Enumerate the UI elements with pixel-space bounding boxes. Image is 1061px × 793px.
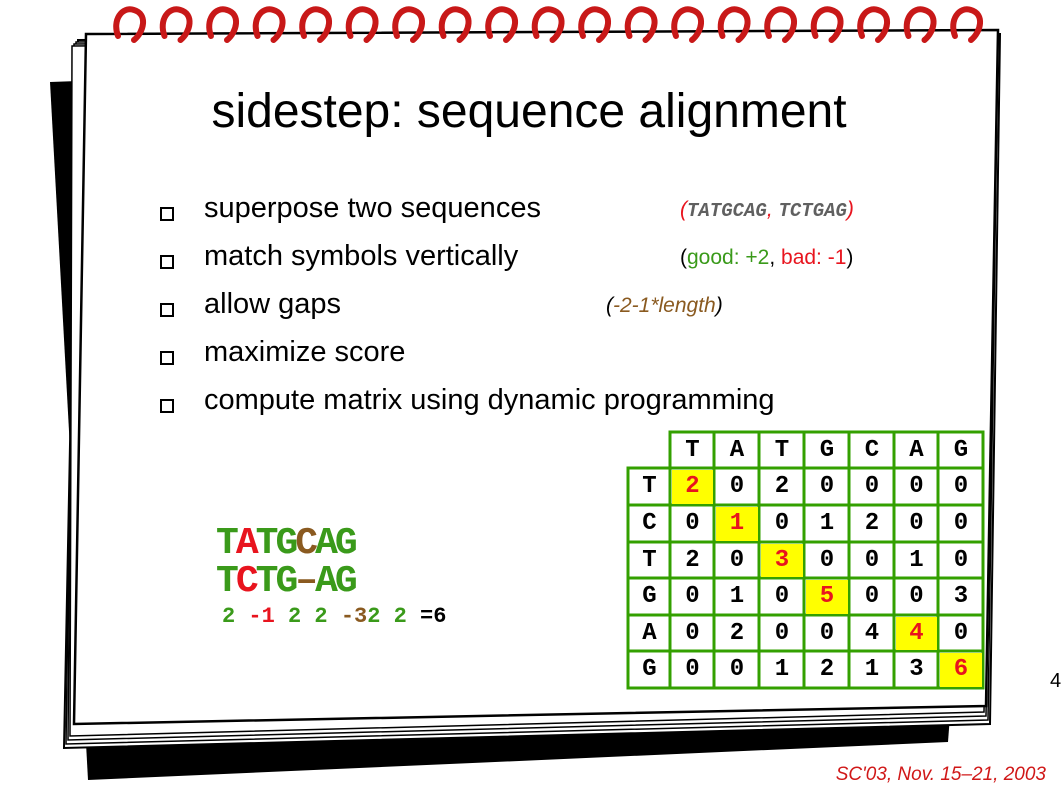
matrix-col-header: A bbox=[909, 437, 924, 464]
spiral-ring bbox=[903, 6, 937, 43]
alignment-scores: 2 -1 2 2 -32 2 =6 bbox=[222, 604, 447, 629]
matrix-cell: 0 bbox=[685, 656, 700, 683]
matrix-cell: 3 bbox=[953, 583, 969, 610]
matrix-cell: 2 bbox=[672, 470, 713, 504]
spiral-ring bbox=[531, 6, 565, 43]
matrix-col-header: G bbox=[819, 437, 835, 464]
matrix-cell: 1 bbox=[819, 510, 835, 537]
matrix-cell: 0 bbox=[819, 547, 835, 574]
square-bullet-icon bbox=[160, 255, 174, 269]
spiral-ring bbox=[624, 6, 658, 43]
matrix-cell: 0 bbox=[953, 620, 969, 647]
square-bullet-icon bbox=[160, 303, 174, 317]
matrix-cell: 0 bbox=[774, 583, 790, 610]
matrix-cell: 3 bbox=[909, 656, 924, 683]
bullet-note: (-2-1*length) bbox=[606, 294, 723, 317]
matrix-cell: 0 bbox=[819, 620, 835, 647]
matrix-cell: 0 bbox=[729, 547, 745, 574]
alignment-top-sequence: TATGCAG bbox=[216, 522, 358, 565]
bullet-note: (TATGCAG, TCTGAG) bbox=[680, 198, 854, 222]
matrix-cell: 1 bbox=[729, 583, 745, 610]
spiral-ring bbox=[206, 6, 239, 43]
spiral-ring bbox=[485, 6, 518, 43]
square-bullet-icon bbox=[160, 399, 174, 413]
matrix-row-header: A bbox=[642, 620, 657, 647]
alignment-bottom-sequence: TCTG–AG bbox=[216, 560, 358, 603]
matrix-cell: 0 bbox=[953, 510, 969, 537]
spiral-ring bbox=[345, 6, 379, 43]
matrix-row-header: C bbox=[642, 510, 657, 537]
matrix-cell: 2 bbox=[729, 620, 745, 647]
spiral-ring bbox=[857, 6, 890, 43]
matrix-col-header: T bbox=[774, 437, 790, 464]
matrix-col-header: C bbox=[864, 437, 880, 464]
slide-title: sidestep: sequence alignment bbox=[211, 85, 847, 138]
spiral-ring bbox=[252, 6, 286, 43]
matrix-cell: 2 bbox=[774, 473, 790, 500]
spiral-ring bbox=[764, 6, 797, 43]
matrix-cell: 0 bbox=[729, 656, 745, 683]
spiral-ring bbox=[717, 6, 751, 43]
square-bullet-icon bbox=[160, 207, 174, 221]
matrix-row-header: G bbox=[642, 656, 657, 683]
matrix-cell: 0 bbox=[819, 473, 835, 500]
matrix-cell: 0 bbox=[685, 583, 700, 610]
matrix-cell: 4 bbox=[864, 620, 880, 647]
matrix-cell: 3 bbox=[761, 544, 803, 577]
bullet-text: compute matrix using dynamic programming bbox=[204, 384, 775, 416]
bullet-text: maximize score bbox=[204, 336, 406, 368]
matrix-row-header: G bbox=[642, 583, 657, 610]
spiral-ring bbox=[578, 6, 611, 43]
matrix-cell: 0 bbox=[774, 510, 790, 537]
matrix-cell: 0 bbox=[864, 473, 880, 500]
matrix-cell: 1 bbox=[909, 547, 924, 574]
bullet-text: allow gaps bbox=[204, 288, 342, 320]
matrix-cell: 0 bbox=[909, 510, 924, 537]
bullet-text: superpose two sequences bbox=[204, 192, 541, 224]
matrix-row-header: T bbox=[642, 473, 657, 500]
matrix-cell: 2 bbox=[864, 510, 880, 537]
spiral-ring bbox=[671, 6, 704, 43]
matrix-cell: 5 bbox=[806, 580, 848, 614]
matrix-cell: 0 bbox=[729, 473, 745, 500]
spiral-ring bbox=[950, 6, 983, 43]
matrix-cell: 0 bbox=[864, 547, 880, 574]
matrix-cell: 0 bbox=[864, 583, 880, 610]
matrix-col-header: T bbox=[685, 437, 700, 464]
page-number: 4 bbox=[1050, 670, 1061, 692]
spiral-ring bbox=[159, 6, 193, 43]
bullet-note: (good: +2, bad: -1) bbox=[680, 246, 854, 269]
spiral-ring bbox=[299, 6, 332, 43]
matrix-cell: 0 bbox=[685, 510, 700, 537]
matrix-cell: 0 bbox=[685, 620, 700, 647]
matrix-cell: 0 bbox=[774, 620, 790, 647]
matrix-col-header: A bbox=[729, 437, 745, 464]
matrix-cell: 1 bbox=[774, 656, 790, 683]
spiral-ring bbox=[113, 6, 146, 43]
matrix-cell: 0 bbox=[953, 473, 969, 500]
matrix-row-header: T bbox=[642, 547, 657, 574]
matrix-cell: 1 bbox=[864, 656, 880, 683]
matrix-cell: 4 bbox=[896, 617, 937, 650]
matrix-cell: 0 bbox=[953, 547, 969, 574]
matrix-cell: 1 bbox=[716, 507, 758, 541]
matrix-cell: 0 bbox=[909, 473, 924, 500]
matrix-col-header: G bbox=[953, 437, 969, 464]
matrix-cell: 2 bbox=[685, 547, 700, 574]
footer-text: SC'03, Nov. 15–21, 2003 bbox=[835, 764, 1046, 785]
square-bullet-icon bbox=[160, 351, 174, 365]
bullet-text: match symbols vertically bbox=[204, 240, 519, 272]
matrix-cell: 2 bbox=[819, 656, 835, 683]
spiral-ring bbox=[392, 6, 425, 43]
spiral-ring bbox=[810, 6, 844, 43]
matrix-cell: 0 bbox=[909, 583, 924, 610]
matrix-cell: 6 bbox=[940, 653, 982, 687]
spiral-ring bbox=[438, 6, 472, 43]
